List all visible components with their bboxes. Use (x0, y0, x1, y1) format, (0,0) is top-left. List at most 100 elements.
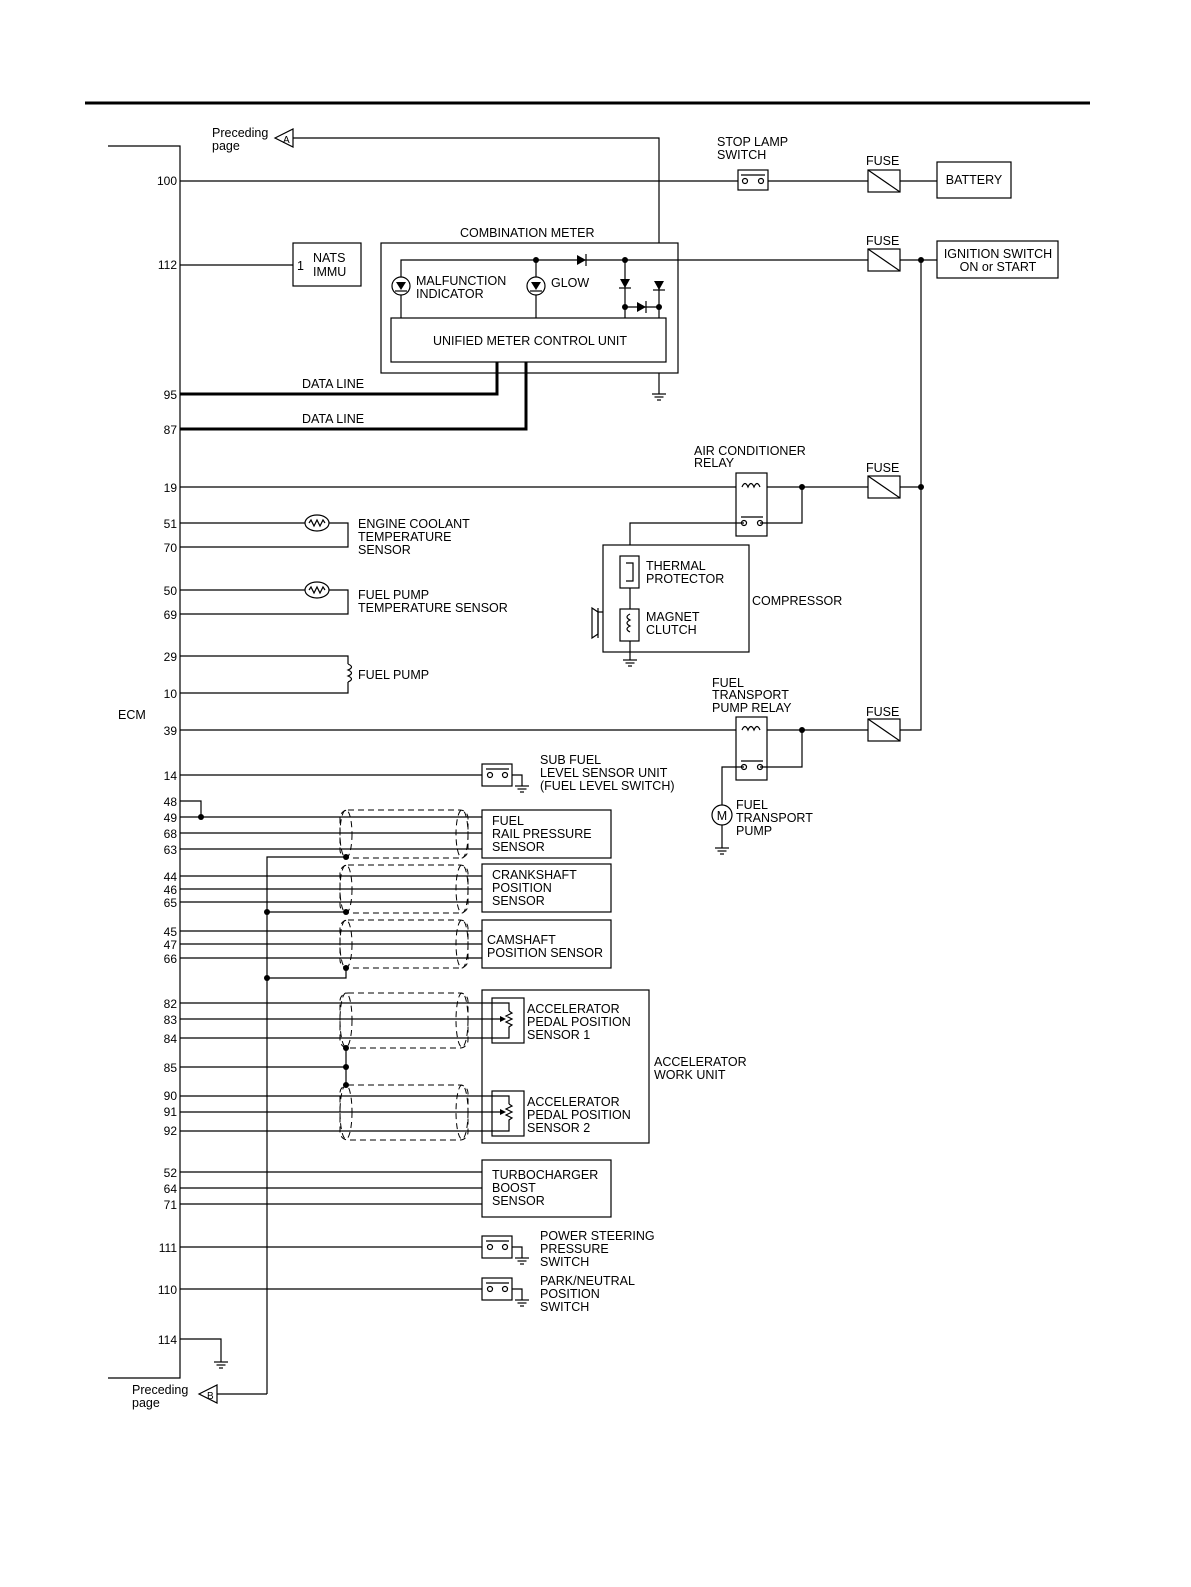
svg-text:63: 63 (164, 843, 178, 857)
clutch-coil-icon (626, 613, 632, 633)
thermistor-icon (304, 581, 330, 599)
ignition-feed: FUSE IGNITION SWITCH ON or START (866, 234, 1059, 731)
svg-text:FUEL: FUEL (712, 676, 744, 690)
svg-text:39: 39 (164, 724, 178, 738)
diode-icon (654, 281, 664, 290)
svg-text:64: 64 (164, 1182, 178, 1196)
circuit-112: 112 1 NATS IMMU (158, 242, 362, 287)
svg-text:71: 71 (164, 1198, 178, 1212)
svg-text:82: 82 (164, 997, 178, 1011)
svg-text:SENSOR: SENSOR (492, 1194, 545, 1208)
crankshaft-position-sensor (481, 863, 612, 913)
svg-text:112: 112 (158, 258, 177, 272)
svg-text:TEMPERATURE: TEMPERATURE (358, 530, 452, 544)
svg-text:100: 100 (157, 174, 177, 188)
svg-text:FUSE: FUSE (866, 705, 899, 719)
accelerator-work-unit: 82 83 84 85 90 91 92 ACCELERATOR WORK UN… (164, 989, 747, 1144)
svg-text:111: 111 (159, 1241, 178, 1255)
svg-text:B: B (207, 1391, 214, 1402)
turbocharger-boost-sensor (481, 1159, 612, 1218)
svg-text:70: 70 (164, 541, 178, 555)
svg-text:POWER STEERING: POWER STEERING (540, 1229, 655, 1243)
svg-text:CAMSHAFT: CAMSHAFT (487, 933, 556, 947)
relay-coil-icon (741, 482, 761, 489)
svg-text:POSITION: POSITION (492, 881, 552, 895)
svg-text:GLOW: GLOW (551, 276, 589, 290)
svg-text:MAGNET: MAGNET (646, 610, 700, 624)
svg-text:48: 48 (164, 795, 178, 809)
svg-text:RELAY: RELAY (694, 456, 735, 470)
circuit-coolant-sensor: 51 70 ENGINE COOLANT TEMPERATURE SENSOR (164, 514, 470, 557)
shield-drain-wiring (264, 854, 349, 1394)
svg-text:MALFUNCTION: MALFUNCTION (416, 274, 506, 288)
svg-text:page: page (212, 139, 240, 153)
svg-text:SENSOR 1: SENSOR 1 (527, 1028, 590, 1042)
svg-text:FUEL: FUEL (736, 798, 768, 812)
svg-text:ACCELERATOR: ACCELERATOR (654, 1055, 747, 1069)
svg-text:TRANSPORT: TRANSPORT (736, 811, 813, 825)
svg-text:ACCELERATOR: ACCELERATOR (527, 1002, 620, 1016)
circuit-39: 39 FUEL TRANSPORT PUMP RELAY M FUEL TRAN… (164, 676, 901, 855)
battery (936, 161, 1012, 199)
svg-text:ON or START: ON or START (960, 260, 1037, 274)
svg-text:CRANKSHAFT: CRANKSHAFT (492, 868, 577, 882)
svg-text:1: 1 (297, 259, 304, 273)
svg-text:A: A (283, 135, 290, 146)
thermistor-icon (304, 514, 330, 532)
circuit-fuel-rail-sensor: 48 49 68 63 FUEL RAIL PRESSURE SENSOR (164, 795, 612, 859)
svg-text:SWITCH: SWITCH (540, 1255, 589, 1269)
offpage-connector-b: Preceding page B (132, 1383, 267, 1410)
diode-icon (620, 279, 630, 288)
svg-text:ENGINE COOLANT: ENGINE COOLANT (358, 517, 470, 531)
svg-text:44: 44 (164, 870, 178, 884)
svg-text:PEDAL POSITION: PEDAL POSITION (527, 1015, 631, 1029)
ac-relay (735, 472, 768, 537)
svg-text:COMBINATION METER: COMBINATION METER (460, 226, 595, 240)
circuit-14: 14 SUB FUEL LEVEL SENSOR UNIT (FUEL LEVE… (164, 753, 675, 793)
circuit-114: 114 (158, 1333, 229, 1369)
svg-text:FUEL: FUEL (492, 814, 524, 828)
relay-coil-icon (741, 725, 761, 732)
unified-meter-control-unit (390, 317, 667, 363)
svg-text:Preceding: Preceding (212, 126, 268, 140)
svg-text:page: page (132, 1396, 160, 1410)
svg-text:PUMP: PUMP (736, 824, 772, 838)
svg-text:NATS: NATS (313, 251, 345, 265)
svg-text:FUEL PUMP: FUEL PUMP (358, 588, 429, 602)
svg-text:TURBOCHARGER: TURBOCHARGER (492, 1168, 598, 1182)
svg-text:114: 114 (158, 1333, 177, 1347)
svg-text:10: 10 (164, 687, 178, 701)
svg-text:POSITION: POSITION (540, 1287, 600, 1301)
svg-text:SWITCH: SWITCH (540, 1300, 589, 1314)
circuit-fuel-pump: 29 10 FUEL PUMP (164, 650, 429, 701)
fuel-rail-pressure-sensor (481, 809, 612, 859)
svg-text:83: 83 (164, 1013, 178, 1027)
svg-text:LEVEL SENSOR UNIT: LEVEL SENSOR UNIT (540, 766, 668, 780)
svg-text:POSITION SENSOR: POSITION SENSOR (487, 946, 603, 960)
circuit-19: 19 AIR CONDITIONER RELAY FUSE (164, 444, 921, 556)
potentiometer-arrow-icon (500, 1016, 506, 1022)
combination-meter: COMBINATION METER UNIFIED METER CONTROL … (380, 226, 868, 401)
circuit-crankshaft-sensor: 44 46 65 CRANKSHAFT POSITION SENSOR (164, 863, 612, 914)
svg-text:PUMP RELAY: PUMP RELAY (712, 701, 792, 715)
svg-text:CLUTCH: CLUTCH (646, 623, 697, 637)
svg-text:47: 47 (164, 938, 178, 952)
svg-text:68: 68 (164, 827, 178, 841)
svg-text:PROTECTOR: PROTECTOR (646, 572, 724, 586)
svg-text:FUSE: FUSE (866, 461, 899, 475)
svg-text:IMMU: IMMU (313, 265, 346, 279)
svg-text:50: 50 (164, 584, 178, 598)
thermal-protector (619, 555, 640, 589)
circuit-camshaft-sensor: 45 47 66 CAMSHAFT POSITION SENSOR (164, 919, 612, 969)
compressor: COMPRESSOR THERMAL PROTECTOR MAGNET CLUT… (591, 544, 842, 667)
svg-text:65: 65 (164, 896, 178, 910)
ecm-label: ECM (118, 708, 146, 722)
potentiometer-arrow-icon (500, 1109, 506, 1115)
svg-text:BOOST: BOOST (492, 1181, 536, 1195)
svg-text:51: 51 (164, 517, 178, 531)
stop-lamp-switch-label: STOP LAMP (717, 135, 788, 149)
ignition-switch (936, 240, 1059, 279)
svg-text:TEMPERATURE SENSOR: TEMPERATURE SENSOR (358, 601, 508, 615)
svg-text:INDICATOR: INDICATOR (416, 287, 484, 301)
